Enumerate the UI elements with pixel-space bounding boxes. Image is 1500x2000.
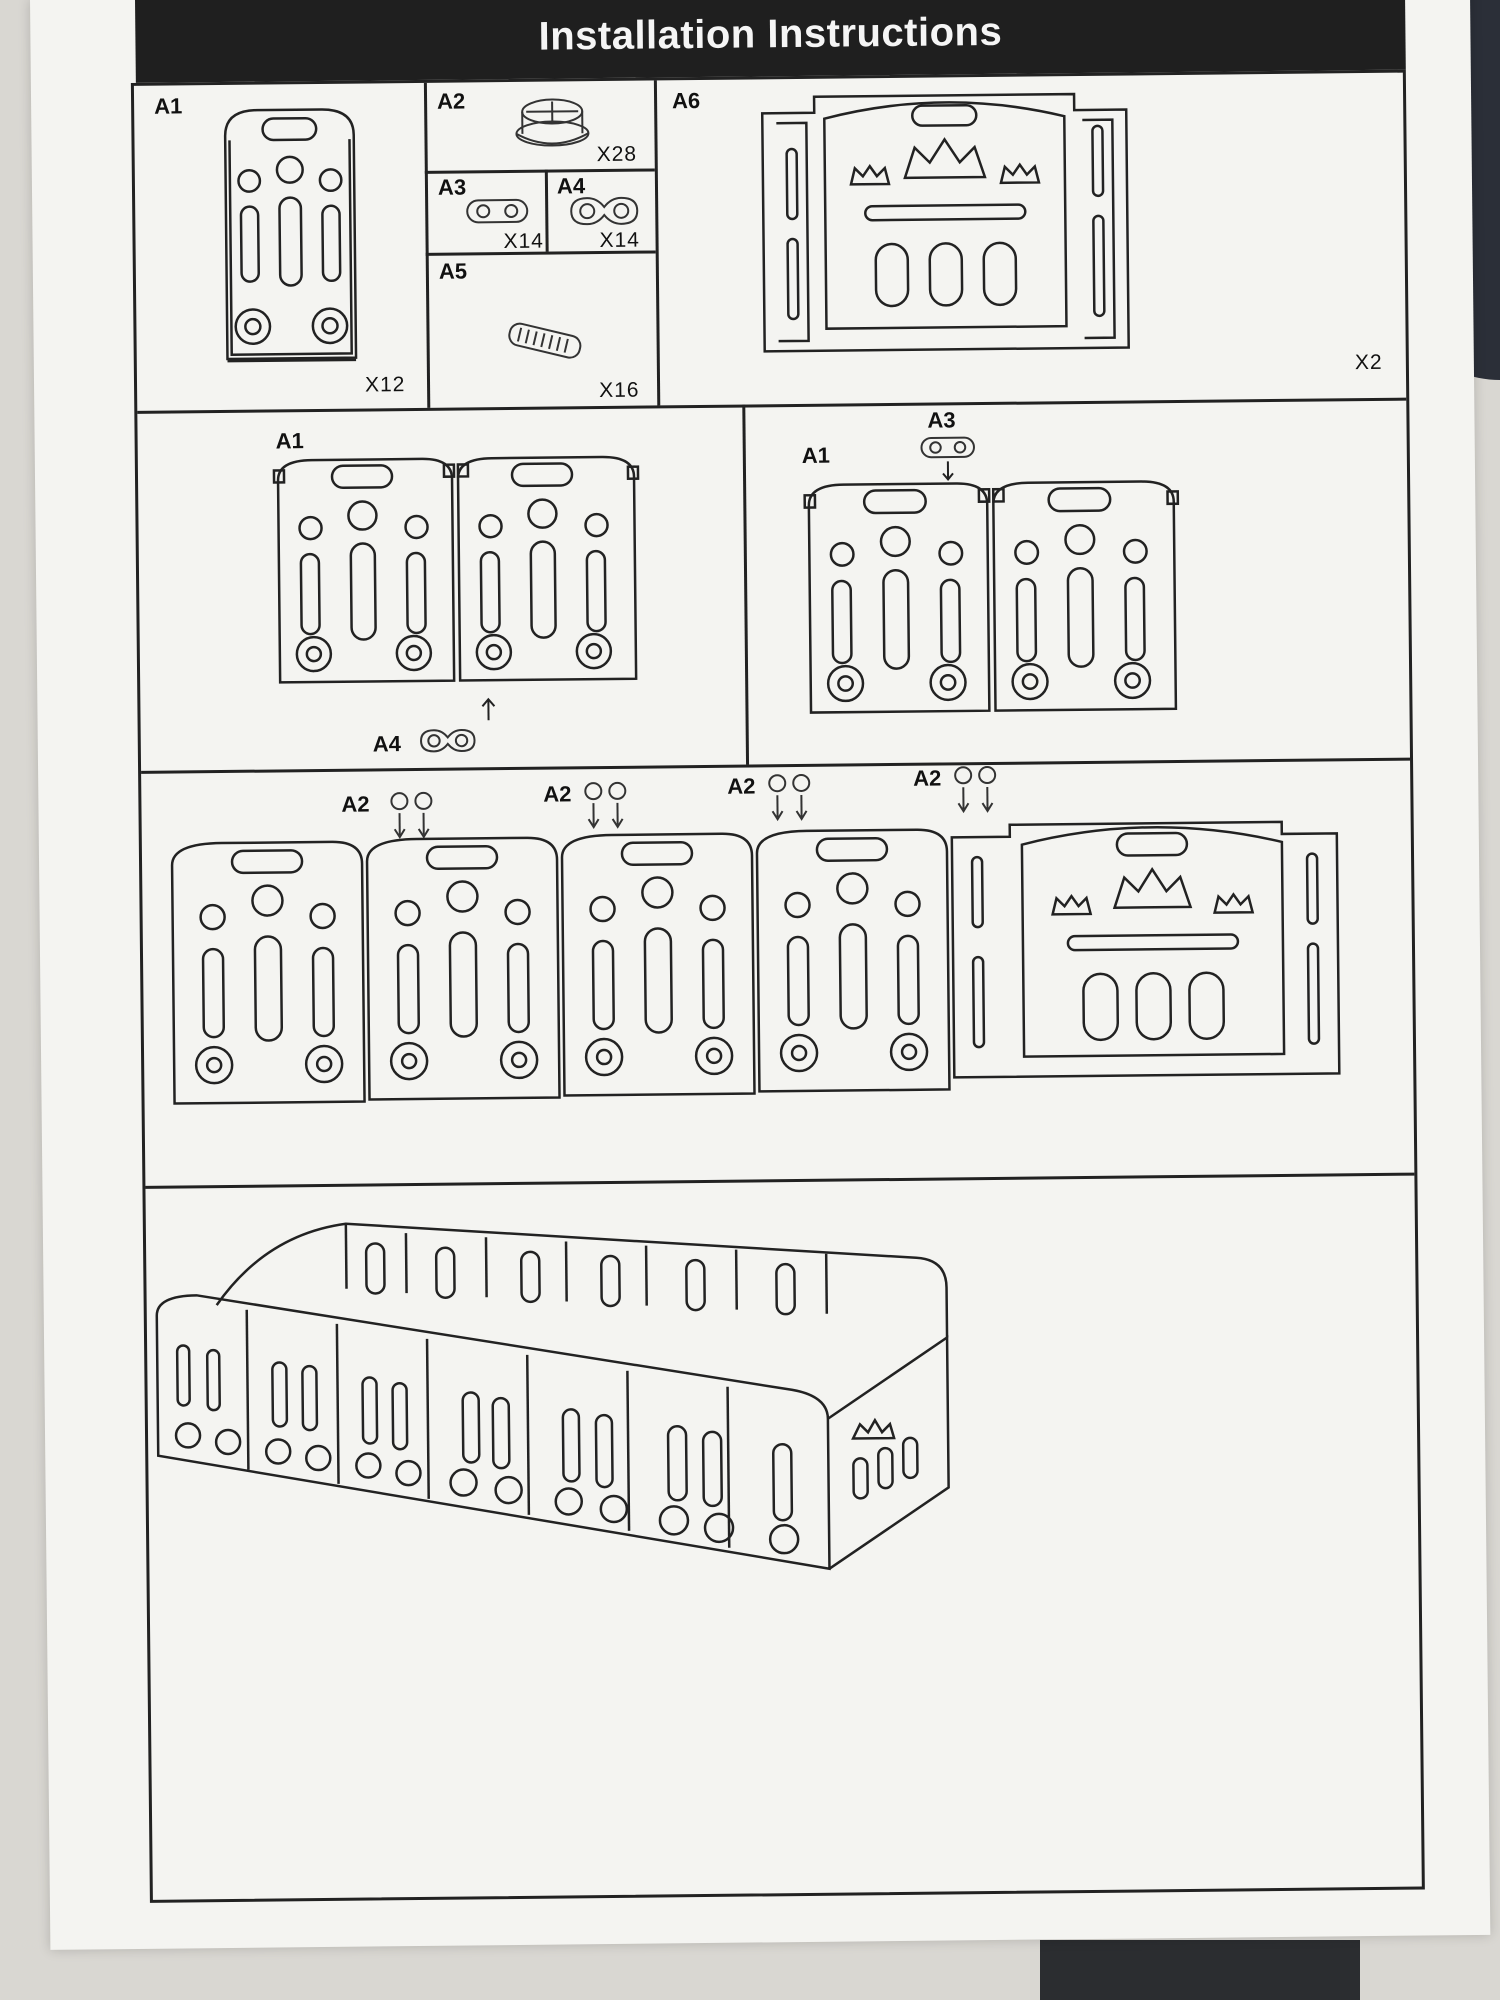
step3-connector-label-4: A2 — [913, 765, 942, 791]
step3-connector-pair-1 — [387, 791, 436, 843]
step2-panel-label: A1 — [801, 442, 831, 468]
part-qty-a2: X28 — [596, 142, 638, 167]
step3-connector-label-1: A2 — [341, 791, 370, 817]
divider-step-row — [141, 757, 1411, 774]
step3-fence-row-illustration — [162, 813, 1355, 1115]
step1-connector-label: A4 — [372, 731, 402, 757]
step1-a4-connector — [418, 726, 478, 755]
background-object — [1040, 1940, 1360, 2000]
part-qty-a4: X14 — [599, 228, 641, 253]
part-label-a2: A2 — [436, 88, 466, 114]
step3-connector-pair-4 — [951, 765, 1000, 817]
divider-step1-step2 — [742, 404, 750, 765]
step3-connector-label-2: A2 — [543, 781, 572, 807]
step2-arrow-down — [938, 459, 958, 481]
divider-parts-steps — [137, 397, 1407, 414]
step1-panels-illustration — [272, 451, 644, 695]
a3-connector-illustration — [465, 198, 529, 225]
divider-a2 — [424, 168, 655, 174]
step3-connector-label-3: A2 — [727, 773, 756, 799]
divider-a6 — [653, 80, 661, 406]
part-label-a5: A5 — [438, 258, 468, 284]
a6-gate-illustration — [754, 85, 1137, 361]
divider-assembly — [145, 1172, 1415, 1189]
part-label-a3: A3 — [437, 174, 467, 200]
page-title: Installation Instructions — [538, 9, 1003, 59]
divider-a3-a4 — [544, 169, 549, 252]
instruction-sheet: Installation Instructions A1 X12 — [30, 0, 1491, 1950]
step3-connector-pair-2 — [581, 781, 630, 833]
part-qty-a3: X14 — [503, 229, 545, 254]
part-qty-a5: X16 — [599, 378, 640, 403]
a4-connector-illustration — [567, 195, 641, 228]
part-label-a6: A6 — [671, 87, 701, 114]
instruction-frame: A1 X12 A2 X28 — [130, 69, 1425, 1903]
assembled-playpen-illustration — [146, 1187, 990, 1596]
step2-connector-label: A3 — [927, 407, 956, 433]
divider-a1 — [423, 82, 431, 408]
step1-arrow-up — [478, 696, 498, 722]
part-label-a1: A1 — [153, 93, 183, 119]
a1-panel-illustration — [214, 102, 367, 374]
part-qty-a6: X2 — [1354, 350, 1383, 375]
a2-cap-illustration — [512, 95, 593, 160]
title-bar: Installation Instructions — [134, 0, 1406, 83]
step3-connector-pair-3 — [765, 773, 814, 825]
step2-panels-illustration — [802, 475, 1185, 725]
a5-clip-illustration — [504, 321, 584, 362]
part-qty-a1: X12 — [364, 373, 406, 397]
step2-a3-connector — [920, 435, 976, 460]
step1-panel-label: A1 — [275, 428, 304, 454]
